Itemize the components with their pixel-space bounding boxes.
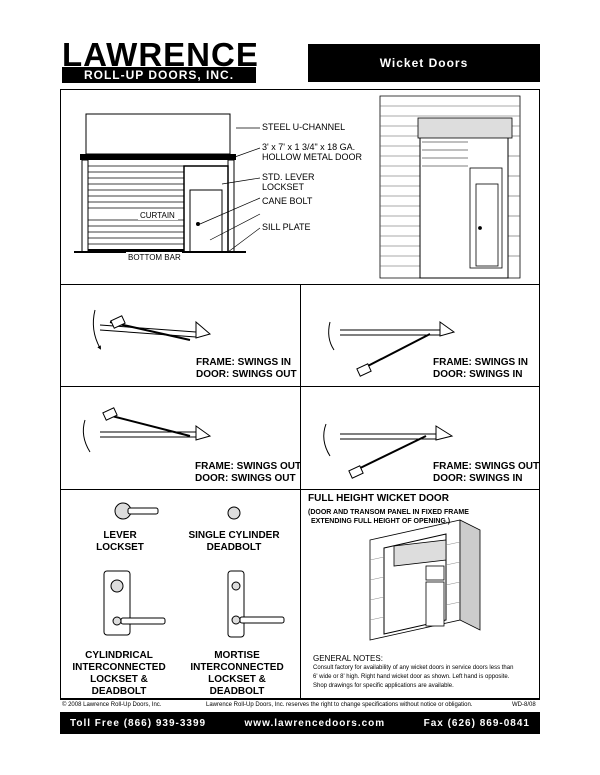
general-notes-title: GENERAL NOTES: <box>313 654 383 663</box>
full-height-title: FULL HEIGHT WICKET DOOR <box>308 493 449 504</box>
footer-bar: Toll Free (866) 939-3399 www.lawrencedoo… <box>60 712 540 734</box>
swing-2-frame: FRAME: SWINGS IN <box>433 357 528 368</box>
label-hollow-metal-door: HOLLOW METAL DOOR <box>262 152 363 162</box>
footer-fax: Fax (626) 869-0841 <box>423 717 530 729</box>
logo-subtitle: ROLL-UP DOORS, INC. <box>62 67 256 83</box>
label-door-size: 3' x 7' x 1 3/4" x 18 GA. <box>262 142 356 152</box>
page-title: Wicket Doors <box>308 44 540 82</box>
divider <box>60 698 540 699</box>
label-steel-u-channel: STEEL U-CHANNEL <box>262 122 346 132</box>
logo-wordmark: LAWRENCE <box>62 36 259 73</box>
divider <box>300 284 301 700</box>
mort-label-1: MORTISE <box>214 650 260 661</box>
label-curtain: CURTAIN <box>140 211 175 220</box>
swing-3-door: DOOR: SWINGS OUT <box>195 473 296 484</box>
single-cyl-label-2: DEADBOLT <box>206 542 262 553</box>
swing-4-door: DOOR: SWINGS IN <box>433 473 523 484</box>
label-cane-bolt: CANE BOLT <box>262 196 313 206</box>
general-notes-line-1: Consult factory for availability of any … <box>313 665 514 671</box>
swing-4-frame: FRAME: SWINGS OUT <box>433 461 540 472</box>
mort-label-4: DEADBOLT <box>209 686 265 697</box>
swing-1-frame: FRAME: SWINGS IN <box>196 357 291 368</box>
general-notes-line-3: Shop drawings for specific applications … <box>313 683 454 689</box>
copyright: © 2008 Lawrence Roll-Up Doors, Inc. <box>62 702 162 708</box>
swing-3-frame: FRAME: SWINGS OUT <box>195 461 302 472</box>
cyl-label-4: DEADBOLT <box>91 686 147 697</box>
mort-label-3: LOCKSET & <box>208 674 266 685</box>
label-bottom-bar: BOTTOM BAR <box>128 253 181 262</box>
full-height-note-1: (DOOR AND TRANSOM PANEL IN FIXED FRAME <box>308 509 469 516</box>
doc-code: WD-8/08 <box>512 702 536 708</box>
cyl-label-2: INTERCONNECTED <box>72 662 166 673</box>
cyl-label-1: CYLINDRICAL <box>85 650 153 661</box>
lever-label-1: LEVER <box>103 530 137 541</box>
label-lockset: LOCKSET <box>262 182 305 192</box>
cyl-label-3: LOCKSET & <box>90 674 148 685</box>
footer-phone[interactable]: Toll Free (866) 939-3399 <box>70 717 207 729</box>
footer-website[interactable]: www.lawrencedoors.com <box>244 717 386 729</box>
lever-label-2: LOCKSET <box>96 542 144 553</box>
swing-1-door: DOOR: SWINGS OUT <box>196 369 297 380</box>
general-notes-line-2: 6' wide or 8' high. Right hand wicket do… <box>313 674 510 680</box>
swing-2-door: DOOR: SWINGS IN <box>433 369 523 380</box>
full-height-note-2: EXTENDING FULL HEIGHT OF OPENING.) <box>311 518 451 525</box>
rights-notice: Lawrence Roll-Up Doors, Inc. reserves th… <box>206 702 473 708</box>
label-std-lever: STD. LEVER <box>262 172 315 182</box>
mort-label-2: INTERCONNECTED <box>190 662 284 673</box>
label-sill-plate: SILL PLATE <box>262 222 311 232</box>
single-cyl-label-1: SINGLE CYLINDER <box>188 530 280 541</box>
